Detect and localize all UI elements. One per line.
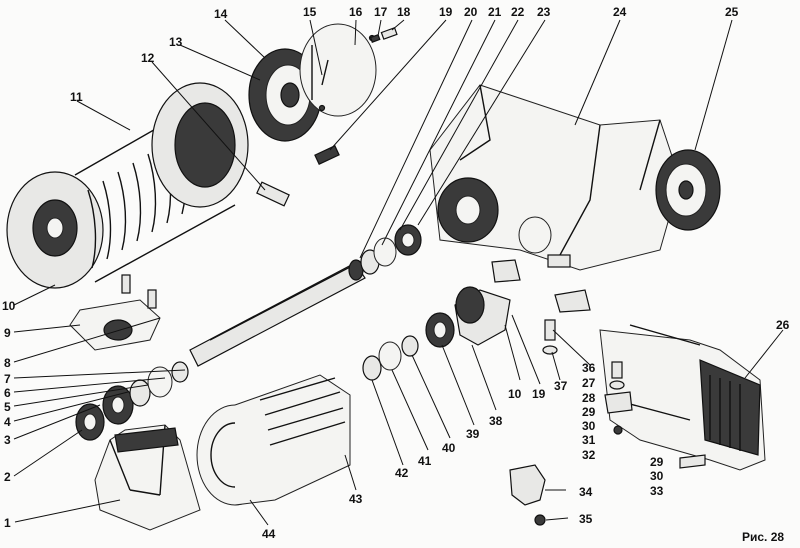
small-fasteners (491, 259, 706, 526)
callout-18: 18 (397, 5, 411, 19)
callout-12: 12 (141, 51, 155, 65)
callout-36: 36 (582, 361, 596, 375)
callout-25: 25 (725, 5, 739, 19)
callout-5: 5 (4, 400, 11, 414)
callout-31: 31 (582, 433, 596, 447)
drum-key (256, 181, 290, 207)
callout-22: 22 (511, 5, 525, 19)
callout-20: 20 (464, 5, 478, 19)
callout-32: 32 (582, 448, 596, 462)
electric-motor (196, 374, 351, 506)
figure-caption: Рис. 28 (742, 530, 784, 544)
bolt (380, 27, 398, 40)
support-pedestal (94, 424, 201, 531)
callout-37: 37 (554, 379, 568, 393)
callout-44: 44 (262, 527, 276, 541)
callout-43: 43 (349, 492, 363, 506)
callout-38: 38 (489, 414, 503, 428)
callout-7: 7 (4, 372, 11, 386)
callout-13: 13 (169, 35, 183, 49)
callout-40: 40 (442, 441, 456, 455)
brake-pulley (655, 149, 721, 231)
callout-4: 4 (4, 415, 11, 429)
callout-8: 8 (4, 356, 11, 370)
bearing-set-left (75, 361, 189, 441)
callout-21: 21 (488, 5, 502, 19)
callout-24: 24 (613, 5, 627, 19)
callout-30-mid: 30 (582, 419, 596, 433)
screw (369, 33, 381, 43)
callout-29-mid: 29 (582, 405, 596, 419)
callout-29-right: 29 (650, 455, 664, 469)
callout-1: 1 (4, 516, 11, 530)
winch-drum (6, 82, 249, 289)
callout-39: 39 (466, 427, 480, 441)
callout-27: 27 (582, 376, 596, 390)
brake-assembly (599, 324, 766, 471)
callout-33: 33 (650, 484, 664, 498)
callout-17: 17 (374, 5, 388, 19)
bearing-cap (69, 274, 161, 351)
cover-plate (299, 23, 377, 117)
bearing-set-upper (360, 224, 422, 275)
callout-30-right: 30 (650, 469, 664, 483)
main-shaft (189, 259, 366, 367)
callout-26: 26 (776, 318, 790, 332)
callout-35: 35 (579, 512, 593, 526)
callout-6: 6 (4, 386, 11, 400)
callout-42: 42 (395, 466, 409, 480)
callout-23: 23 (537, 5, 551, 19)
callout-16: 16 (349, 5, 363, 19)
key (314, 145, 340, 165)
callout-11: 11 (70, 90, 83, 104)
callout-labels: 1 2 3 4 5 6 7 8 9 10 11 12 13 14 15 16 1… (2, 5, 790, 541)
callout-14: 14 (214, 7, 228, 21)
callout-15: 15 (303, 5, 317, 19)
callout-10-left: 10 (2, 299, 16, 313)
callout-19-top: 19 (439, 5, 453, 19)
callout-3: 3 (4, 433, 11, 447)
callout-28: 28 (582, 391, 596, 405)
coupling-parts (362, 286, 511, 381)
callout-10-right: 10 (508, 387, 522, 401)
callout-34: 34 (579, 485, 593, 499)
callout-9: 9 (4, 326, 11, 340)
callout-41: 41 (418, 454, 432, 468)
callout-leaders (13, 19, 784, 526)
gearbox-housing (429, 84, 681, 271)
callout-2: 2 (4, 470, 11, 484)
callout-19-right: 19 (532, 387, 546, 401)
